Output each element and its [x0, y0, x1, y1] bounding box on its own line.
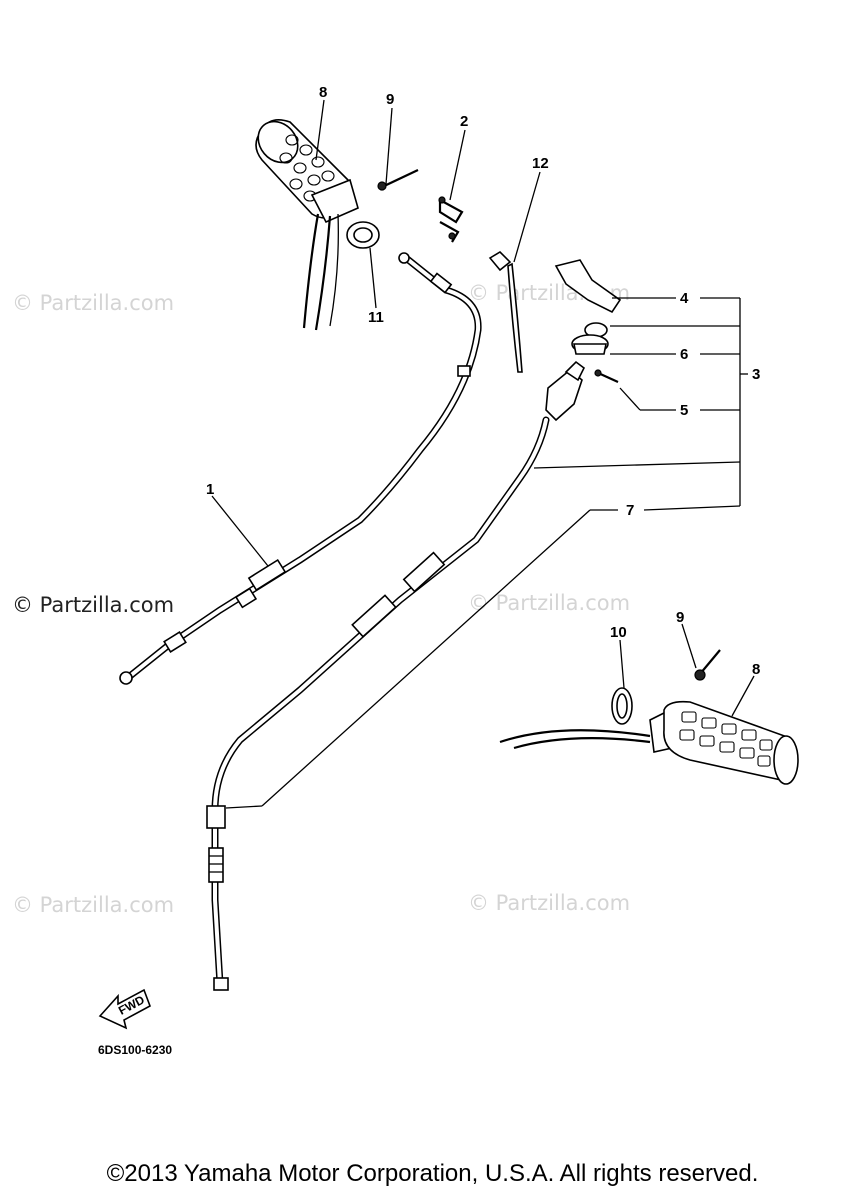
callout-9: 9 — [386, 91, 394, 108]
callout-8: 8 — [752, 661, 760, 678]
callout-5: 5 — [680, 402, 688, 419]
cable-3 — [206, 416, 550, 991]
callout-8: 8 — [319, 84, 327, 101]
callout-10: 10 — [610, 624, 627, 641]
callout-9: 9 — [676, 609, 684, 626]
callout-1: 1 — [206, 481, 214, 498]
watermark: © Partzilla.com — [12, 593, 174, 617]
callout-6: 6 — [680, 346, 688, 363]
copyright-notice: ©2013 Yamaha Motor Corporation, U.S.A. A… — [106, 1160, 759, 1187]
watermark: © Partzilla.com — [12, 291, 174, 315]
leader-lines — [211, 99, 755, 809]
cable-1 — [119, 252, 482, 685]
grip-collar — [346, 221, 380, 249]
watermark: © Partzilla.com — [12, 893, 174, 917]
throttle-lever — [554, 259, 622, 384]
diagram-code: 6DS100-6230 — [98, 1043, 172, 1057]
callout-7: 7 — [626, 502, 634, 519]
callout-2: 2 — [460, 113, 468, 130]
grip-screw-upper — [377, 169, 419, 191]
strap-band — [488, 250, 523, 373]
watermark: © Partzilla.com — [468, 891, 630, 915]
right-grip — [499, 687, 799, 785]
fwd-arrow-icon: FWD — [98, 988, 151, 1030]
callout-4: 4 — [680, 290, 689, 307]
clip-part — [438, 196, 464, 243]
watermark: © Partzilla.com — [468, 591, 630, 615]
callout-11: 11 — [368, 309, 384, 326]
grip-screw-lower — [694, 649, 721, 681]
callout-3: 3 — [752, 366, 760, 383]
callout-12: 12 — [532, 155, 549, 172]
throttle-housing — [545, 360, 586, 422]
left-grip — [255, 119, 359, 331]
